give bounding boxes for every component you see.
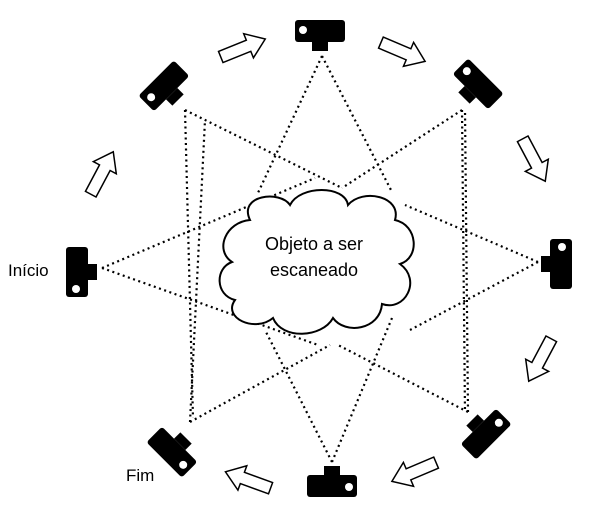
camera-icon (295, 20, 345, 51)
hollow-arrow-icon (220, 458, 276, 502)
sight-line (184, 109, 343, 189)
hollow-arrow-icon (386, 449, 442, 495)
end-label: Fim (126, 466, 154, 485)
object-label-line1: Objeto a ser (265, 234, 363, 254)
sight-lines (101, 55, 539, 463)
sight-line (183, 109, 195, 419)
sight-line (404, 203, 539, 264)
hollow-arrow-icon (215, 26, 271, 70)
camera-icon (541, 239, 572, 289)
hollow-arrow-icon (78, 144, 126, 202)
camera-icon (454, 402, 512, 460)
object-cloud (218, 189, 415, 335)
sight-line (321, 55, 393, 193)
sight-line (101, 176, 316, 270)
start-label: Início (8, 261, 49, 280)
camera-icon (146, 420, 204, 478)
sight-line (330, 317, 394, 463)
sight-line (337, 344, 469, 413)
object-label-line2: escaneado (270, 260, 358, 280)
sight-line (463, 109, 470, 413)
hollow-arrow-icon (510, 131, 558, 189)
sight-line (341, 109, 463, 189)
camera-icon (66, 247, 97, 297)
hollow-arrow-icon (516, 331, 564, 389)
sight-line (188, 119, 207, 423)
camera-icon (307, 466, 357, 497)
sight-line (256, 55, 323, 196)
sight-line (189, 344, 331, 423)
sight-line (409, 261, 539, 331)
sight-line (460, 109, 467, 413)
camera-icon (446, 58, 504, 116)
camera-icon (138, 60, 196, 118)
hollow-arrow-icon (375, 29, 431, 75)
